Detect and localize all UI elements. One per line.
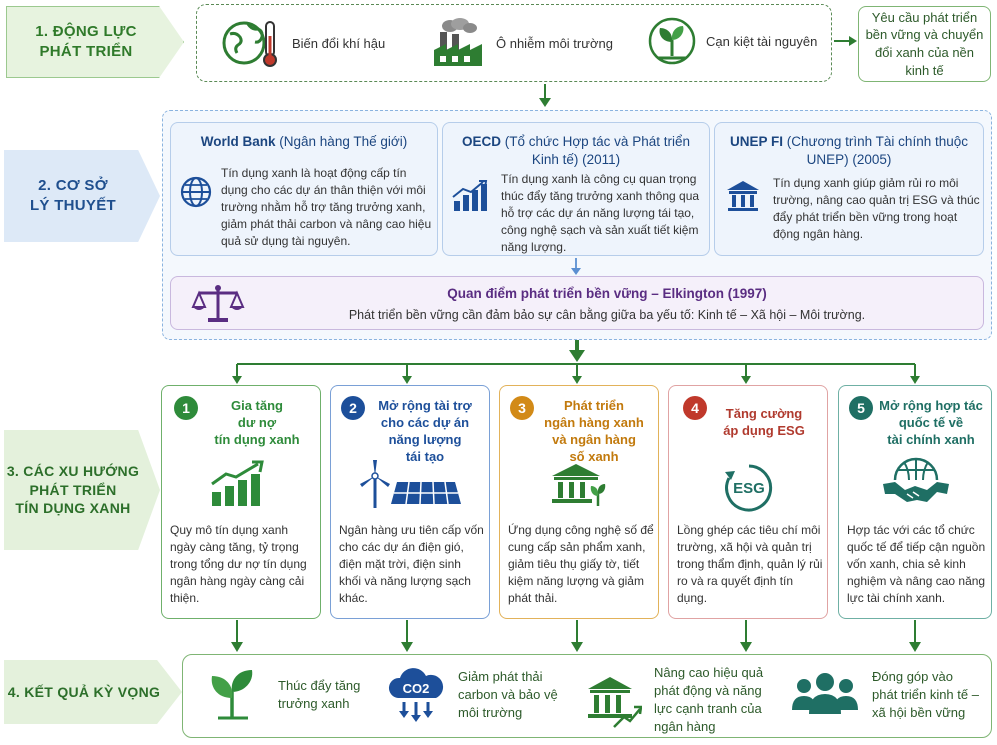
result-1: Thúc đẩy tăng trưởng xanh bbox=[208, 668, 360, 722]
esg-icon: ESG bbox=[719, 462, 779, 512]
elkington-title: Quan điểm phát triển bền vững – Elkingto… bbox=[447, 286, 767, 301]
theory-text-worldbank: Tín dụng xanh là hoạt động cấp tín dụng … bbox=[221, 166, 432, 249]
result-3-text: Nâng cao hiệu quả phát động và năng lực … bbox=[654, 665, 764, 734]
trend-title-4: Tăng cường áp dụng ESG bbox=[723, 406, 805, 438]
theory-card-worldbank: World Bank (Ngân hàng Thế giới) Tín dụng… bbox=[170, 122, 438, 256]
bank-growth-icon bbox=[584, 671, 642, 729]
elkington-box: Quan điểm phát triển bền vững – Elkingto… bbox=[170, 276, 984, 330]
trend-text-5: Hợp tác với các tổ chức quốc tế để tiếp … bbox=[847, 523, 986, 606]
scale-icon bbox=[191, 283, 245, 325]
co2-icon-label: CO2 bbox=[403, 681, 430, 696]
wind-solar-icon bbox=[357, 460, 461, 510]
connector-row3-row4 bbox=[231, 620, 921, 652]
driver-climate-label: Biến đổi khí hậu bbox=[292, 35, 386, 51]
trend-title-2: Mở rộng tài trợ cho các dự án năng lượng… bbox=[378, 398, 472, 464]
goal-text: Yêu cầu phát triển bền vững và chuyển đổ… bbox=[865, 9, 984, 78]
drivers-box bbox=[196, 4, 832, 82]
driver-depletion: Cạn kiệt tài nguyên bbox=[648, 16, 817, 66]
arrow-to-goal bbox=[834, 36, 857, 46]
theory-card-unepfi: UNEP FI (Chương trình Tài chính thuộc UN… bbox=[714, 122, 984, 256]
trend-text-2: Ngân hàng ưu tiên cấp vốn cho các dự án … bbox=[339, 523, 484, 606]
esg-icon-label: ESG bbox=[733, 480, 765, 497]
growth-chart-icon bbox=[208, 460, 272, 508]
trend-card-1: 1 Gia tăng dư nợ tín dụng xanh Quy mô tí… bbox=[161, 385, 321, 619]
trend-card-2: 2 Mở rộng tài trợ cho các dự án năng lượ… bbox=[330, 385, 490, 619]
trend-card-4: 4 Tăng cường áp dụng ESG ESG Lồng ghép c… bbox=[668, 385, 828, 619]
result-2-text: Giảm phát thải carbon và bảo vệ môi trườ… bbox=[458, 669, 558, 720]
theory-title-unepfi: UNEP FI (Chương trình Tài chính thuộc UN… bbox=[729, 134, 968, 167]
driver-pollution: Ô nhiễm môi trường bbox=[430, 16, 613, 70]
trend-card-5: 5 Mở rộng hợp tác quốc tế về tài chính x… bbox=[838, 385, 992, 619]
arrow-to-elkington bbox=[571, 258, 581, 275]
trend-num-2: 2 bbox=[341, 396, 365, 420]
arrow-row1-row2 bbox=[539, 84, 551, 107]
sprout-icon bbox=[648, 16, 696, 66]
bank-icon bbox=[725, 179, 761, 213]
trend-card-3: 3 Phát triển ngân hàng xanh và ngân hàng… bbox=[499, 385, 659, 619]
trend-num-3: 3 bbox=[510, 396, 534, 420]
driver-climate: Biến đổi khí hậu bbox=[220, 16, 385, 70]
theory-title-oecd: OECD (Tổ chức Hợp tác và Phát triển Kinh… bbox=[462, 134, 690, 167]
trend-text-4: Lồng ghép các tiêu chí môi trường, xã hộ… bbox=[677, 523, 823, 606]
connector-row2-row3 bbox=[232, 340, 920, 384]
co2-icon: CO2 bbox=[386, 668, 446, 722]
handshake-globe-icon bbox=[881, 454, 951, 510]
plant-icon bbox=[208, 668, 264, 722]
trend-num-5: 5 bbox=[849, 396, 873, 420]
trend-num-4: 4 bbox=[683, 396, 707, 420]
theory-text-unepfi: Tín dụng xanh giúp giảm rủi ro môi trườn… bbox=[773, 176, 980, 242]
result-4: Đóng góp vào phát triển kinh tế – xã hội… bbox=[790, 668, 979, 722]
bar-chart-icon bbox=[451, 179, 489, 213]
factory-pollution-icon bbox=[430, 16, 486, 70]
theory-title-worldbank: World Bank (Ngân hàng Thế giới) bbox=[200, 134, 408, 149]
trend-num-1: 1 bbox=[174, 396, 198, 420]
trend-title-1: Gia tăng dư nợ tín dụng xanh bbox=[214, 398, 300, 447]
green-bank-icon bbox=[548, 462, 608, 510]
result-2: CO2 Giảm phát thải carbon và bảo vệ môi … bbox=[386, 668, 558, 722]
theory-card-oecd: OECD (Tổ chức Hợp tác và Phát triển Kinh… bbox=[442, 122, 710, 256]
goal-box: Yêu cầu phát triển bền vững và chuyển đổ… bbox=[858, 6, 991, 82]
result-1-text: Thúc đẩy tăng trưởng xanh bbox=[278, 678, 361, 711]
result-4-text: Đóng góp vào phát triển kinh tế – xã hội… bbox=[872, 669, 979, 720]
row2-label: 2. CƠ SỞ LÝ THUYẾT bbox=[4, 150, 160, 242]
elkington-text: Phát triển bền vững cần đảm bảo sự cân b… bbox=[348, 308, 866, 322]
results-box bbox=[182, 654, 992, 738]
driver-pollution-label: Ô nhiễm môi trường bbox=[496, 35, 613, 51]
result-3: Nâng cao hiệu quả phát động và năng lực … bbox=[584, 664, 763, 736]
trend-title-5: Mở rộng hợp tác quốc tế về tài chính xan… bbox=[879, 398, 983, 447]
driver-depletion-label: Cạn kiệt tài nguyên bbox=[706, 33, 818, 49]
trend-text-3: Ứng dụng công nghệ số để cung cấp sản ph… bbox=[508, 523, 654, 606]
globe-icon bbox=[179, 175, 213, 209]
row1-label: 1. ĐỘNG LỰC PHÁT TRIỂN bbox=[6, 6, 184, 78]
trend-text-1: Quy mô tín dụng xanh ngày càng tăng, tỷ … bbox=[170, 523, 307, 606]
trend-title-3: Phát triển ngân hàng xanh và ngân hàng s… bbox=[544, 398, 644, 464]
theory-text-oecd: Tín dụng xanh là công cụ quan trọng thúc… bbox=[501, 172, 700, 255]
row3-label: 3. CÁC XU HƯỚNG PHÁT TRIỂN TÍN DỤNG XANH bbox=[4, 430, 160, 550]
people-icon bbox=[790, 670, 860, 720]
row4-label: 4. KẾT QUẢ KỲ VỌNG bbox=[4, 660, 182, 724]
globe-thermometer-icon bbox=[220, 16, 282, 70]
